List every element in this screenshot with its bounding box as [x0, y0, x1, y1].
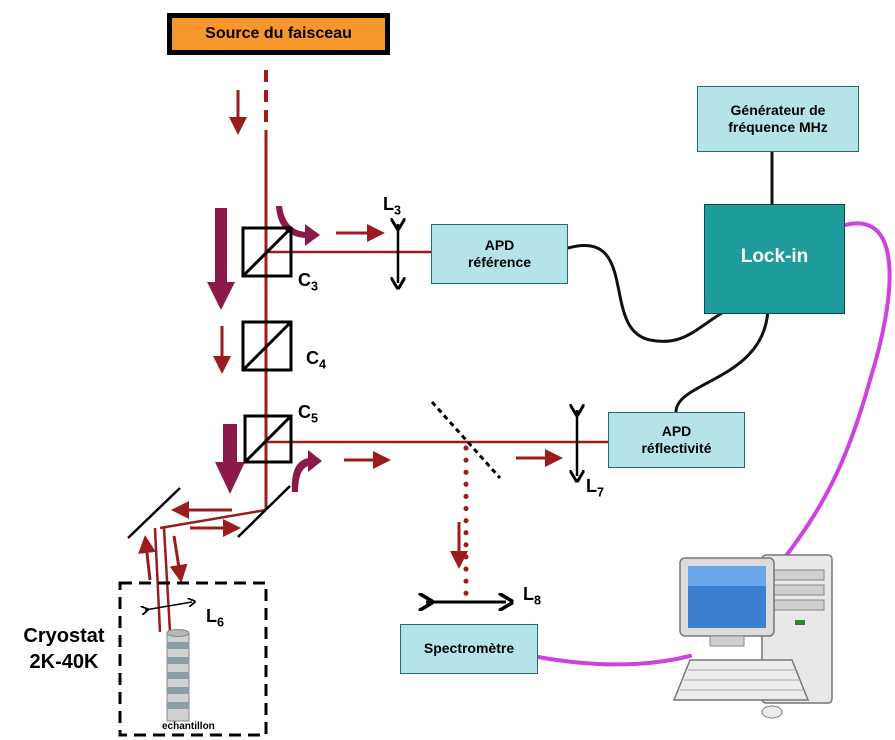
cable-spectro-to-computer: [536, 654, 692, 667]
mirrors: [127, 400, 502, 539]
label-l7-letter: L: [586, 476, 597, 496]
label-c5-sub: 5: [311, 411, 319, 426]
cube-c4: [241, 320, 293, 372]
label-c5-letter: C: [298, 402, 311, 422]
label-c5: C5: [298, 402, 318, 425]
sample-label: echantillon: [162, 721, 215, 732]
big-arrow-c3: [207, 208, 235, 310]
cryostat-label: Cryostat 2K-40K: [8, 623, 120, 675]
spectrometer-box: Spectromètre: [400, 624, 538, 674]
generator-box: Générateur de fréquence MHz: [697, 86, 859, 152]
lens-l6: [145, 602, 192, 610]
source-box: Source du faisceau: [167, 13, 390, 55]
lockin-label: Lock-in: [740, 246, 809, 267]
lockin-box: Lock-in: [704, 204, 845, 314]
computer-icon: [672, 554, 833, 719]
label-l3-sub: 3: [394, 203, 402, 218]
cryostat-line2: 2K-40K: [29, 651, 99, 673]
label-c3-letter: C: [298, 270, 311, 290]
cube-c3: [241, 226, 293, 278]
label-l8-sub: 8: [534, 593, 542, 608]
label-c4-letter: C: [306, 348, 319, 368]
arrow-up-sample: [138, 535, 156, 581]
mirror-left: [127, 487, 181, 539]
mirror-right: [237, 485, 291, 538]
apd-reflectivity-box: APD réflectivité: [608, 412, 745, 468]
apd-refl-line2: réflectivité: [641, 440, 712, 456]
label-l3-letter: L: [383, 194, 394, 214]
generator-line1: Générateur de: [730, 101, 826, 118]
cryostat-box: [118, 581, 268, 737]
cable-apd-ref-to-lockin: [566, 244, 744, 343]
apd-ref-line1: APD: [484, 236, 515, 253]
label-l6-sub: 6: [217, 615, 225, 630]
label-l7-sub: 7: [597, 485, 605, 500]
cube-c5: [243, 414, 293, 464]
apd-refl-line1: APD: [661, 422, 692, 439]
dichroic-mirror: [430, 400, 502, 480]
label-c4: C4: [306, 348, 326, 371]
label-l8: L8: [523, 584, 541, 607]
label-l6-letter: L: [206, 606, 217, 626]
beam-to-sample-b: [162, 527, 172, 633]
big-arrow-c5: [215, 424, 245, 494]
label-l3: L3: [383, 194, 401, 217]
label-l6: L6: [206, 606, 224, 629]
curved-arrow-c5: [291, 450, 322, 492]
apd-reference-box: APD référence: [431, 224, 568, 284]
label-l7: L7: [586, 476, 604, 499]
spectro-label: Spectromètre: [423, 640, 515, 657]
cable-apd-refl-to-lockin: [674, 301, 770, 414]
arrow-down-sample: [169, 535, 188, 583]
source-label: Source du faisceau: [205, 25, 352, 42]
label-c4-sub: 4: [319, 357, 327, 372]
label-c3-sub: 3: [311, 279, 319, 294]
curved-arrow-c3: [276, 206, 320, 246]
cryostat-line1: Cryostat: [23, 625, 105, 647]
direction-arrows: [138, 90, 563, 583]
beam-to-mirror: [159, 508, 267, 530]
power-arrows: [207, 206, 322, 494]
cable-lockin-to-computer: [784, 221, 892, 558]
cables: [536, 150, 892, 667]
beam-to-sample-a: [153, 527, 162, 633]
label-c3: C3: [298, 270, 318, 293]
generator-line2: fréquence MHz: [728, 119, 828, 135]
label-l8-letter: L: [523, 584, 534, 604]
sample-cylinder: [166, 629, 190, 722]
apd-ref-line2: référence: [467, 254, 532, 270]
